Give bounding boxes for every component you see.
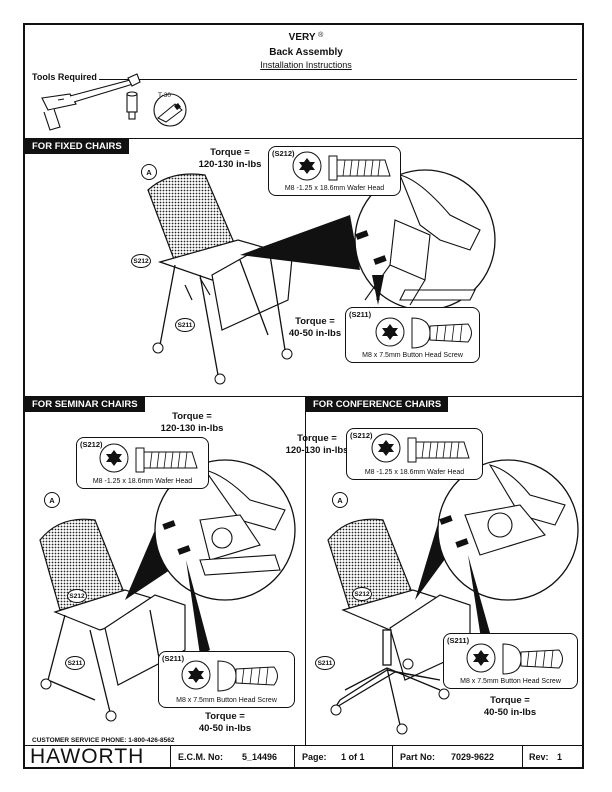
- page-subtitle: Installation Instructions: [260, 60, 352, 70]
- part-value: 7029-9622: [451, 752, 495, 762]
- seminar-callout-wafer: (S212) M8 -1.25 x 18.6mm Wafer Head: [76, 437, 209, 489]
- tools-required-label: Tools Required: [32, 72, 97, 82]
- page-title: Back Assembly: [269, 47, 343, 58]
- rev-label: Rev:: [529, 752, 549, 762]
- seminar-callout-button: (S211) M8 x 7.5mm Button Head Screw: [158, 651, 295, 708]
- footer-divider: [294, 745, 295, 768]
- fixed-section-divider: [25, 138, 582, 139]
- seminar-label-s212: S212: [67, 589, 87, 603]
- seminar-torque-wafer: Torque =120-130 in-lbs: [160, 411, 224, 434]
- footer-top-line: [25, 745, 582, 746]
- fixed-torque-button: Torque =40-50 in-lbs: [288, 316, 342, 339]
- customer-service-phone: CUSTOMER SERVICE PHONE: 1-800-426-8562: [32, 737, 175, 744]
- fixed-chairs-band: FOR FIXED CHAIRS: [25, 139, 129, 154]
- conference-callout-wafer: (S212) M8 -1.25 x 18.6mm Wafer Head: [346, 428, 483, 480]
- fixed-callout-wafer: (S212) M8 -1.25 x 18.6mm Wafer Head: [268, 146, 401, 196]
- bit-size-label: T-30: [158, 92, 172, 99]
- conference-callout-button: (S211) M8 x 7.5mm Button Head Screw: [443, 633, 578, 689]
- page-frame: [23, 23, 584, 769]
- conference-label-s211: S211: [315, 656, 335, 670]
- footer-divider: [522, 745, 523, 768]
- tools-divider: [99, 79, 577, 80]
- fixed-label-s211: S211: [175, 318, 195, 332]
- conference-chairs-band: FOR CONFERENCE CHAIRS: [306, 397, 449, 412]
- conference-torque-wafer: Torque =120-130 in-lbs: [285, 433, 349, 456]
- conference-label-s212: S212: [352, 587, 372, 601]
- vertical-divider: [305, 396, 306, 746]
- haworth-logo: HAWORTH: [30, 745, 145, 768]
- footer-divider: [392, 745, 393, 768]
- conference-torque-button: Torque =40-50 in-lbs: [483, 695, 537, 718]
- footer-divider: [170, 745, 171, 768]
- part-label: Part No:: [400, 752, 436, 762]
- conference-label-a: A: [332, 492, 348, 508]
- seminar-torque-button: Torque =40-50 in-lbs: [198, 711, 252, 734]
- product-title: VERY ®: [288, 32, 324, 43]
- fixed-label-s212: S212: [131, 254, 151, 268]
- seminar-chairs-band: FOR SEMINAR CHAIRS: [25, 397, 145, 412]
- ecm-value: 5_14496: [242, 752, 278, 762]
- rev-value: 1: [557, 752, 563, 762]
- ecm-label: E.C.M. No:: [178, 752, 223, 762]
- seminar-label-s211: S211: [65, 656, 85, 670]
- fixed-callout-button: (S211) M8 x 7.5mm Button Head Screw: [345, 307, 480, 363]
- page-label: Page:: [302, 752, 327, 762]
- page-value: 1 of 1: [341, 752, 365, 762]
- fixed-label-a: A: [141, 164, 157, 180]
- lower-section-divider: [25, 396, 582, 397]
- fixed-torque-wafer: Torque =120-130 in-lbs: [198, 147, 262, 170]
- seminar-label-a: A: [44, 492, 60, 508]
